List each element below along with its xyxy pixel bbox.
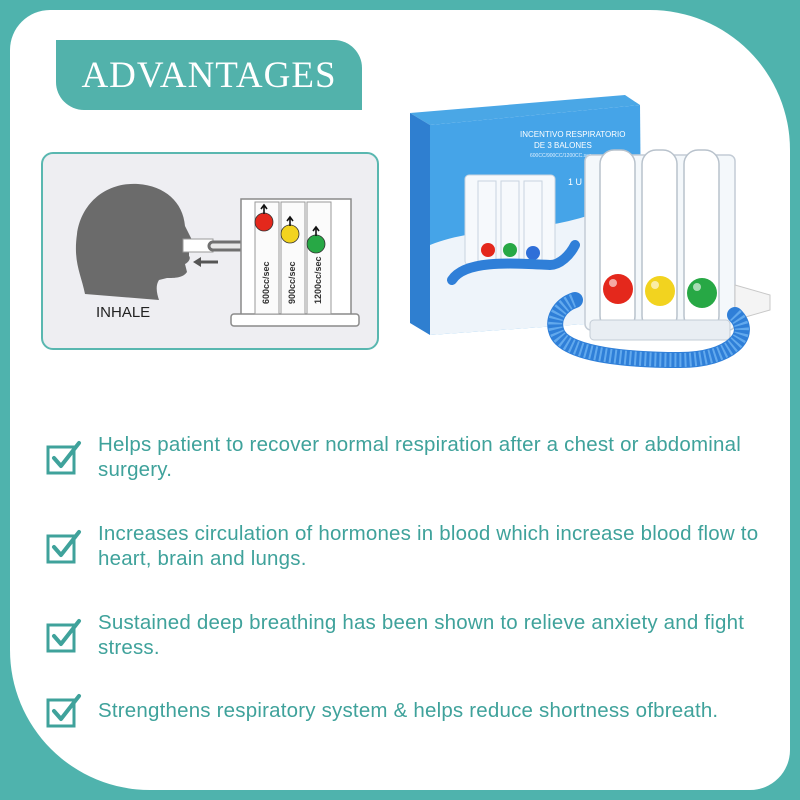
- list-item: Increases circulation of hormones in blo…: [46, 521, 766, 571]
- chamber-label-900: 900cc/sec: [287, 261, 297, 304]
- list-item: Strengthens respiratory system & helps r…: [46, 692, 766, 728]
- header-banner: ADVANTAGES: [56, 40, 362, 110]
- box-top: [410, 95, 640, 125]
- checkbox-checked-icon: [46, 619, 81, 653]
- arrow-up-icon: [260, 203, 268, 214]
- box-text-small: 600CC/900CC/1200CC.sec: [530, 153, 592, 159]
- box-text-line1: INCENTIVO RESPIRATORIO: [520, 130, 626, 139]
- checkbox-checked-icon: [46, 530, 81, 564]
- head-silhouette: [75, 183, 194, 300]
- advantage-text: Strengthens respiratory system & helps r…: [98, 698, 719, 722]
- ball-yellow: [645, 276, 675, 306]
- ball-red: [603, 274, 633, 304]
- arrow-up-icon: [312, 225, 320, 236]
- advantage-text: Increases circulation of hormones in blo…: [98, 522, 759, 570]
- chamber-label-1200: 1200cc/sec: [313, 256, 323, 304]
- box-side: [410, 113, 430, 335]
- box-text-line2: DE 3 BALONES: [534, 141, 592, 150]
- spirometer-base: [230, 313, 360, 327]
- chamber-label-600: 600cc/sec: [261, 261, 271, 304]
- ball-green: [306, 234, 326, 254]
- inhale-diagram: 600cc/sec 900cc/sec 1200cc/sec INHALE: [41, 152, 379, 350]
- inhale-illustration: 600cc/sec 900cc/sec 1200cc/sec INHALE: [75, 183, 360, 327]
- list-item: Helps patient to recover normal respirat…: [46, 432, 766, 482]
- inhale-label: INHALE: [96, 304, 150, 321]
- ball-yellow: [280, 224, 300, 244]
- list-item: Sustained deep breathing has been shown …: [46, 610, 766, 660]
- arrow-up-icon: [286, 215, 294, 226]
- ball-green: [687, 278, 717, 308]
- blue-tube: [547, 292, 750, 369]
- ball-red: [254, 212, 274, 232]
- product-image: INCENTIVO RESPIRATORIO DE 3 BALONES 600C…: [410, 95, 771, 369]
- checkbox-checked-icon: [46, 694, 81, 728]
- box-corner-text: 1 U: [568, 177, 582, 187]
- checkbox-checked-icon: [46, 441, 81, 475]
- page-title: ADVANTAGES: [81, 54, 337, 96]
- advantage-text: Helps patient to recover normal respirat…: [98, 433, 741, 481]
- content-card: [10, 10, 790, 790]
- advantage-text: Sustained deep breathing has been shown …: [98, 611, 745, 659]
